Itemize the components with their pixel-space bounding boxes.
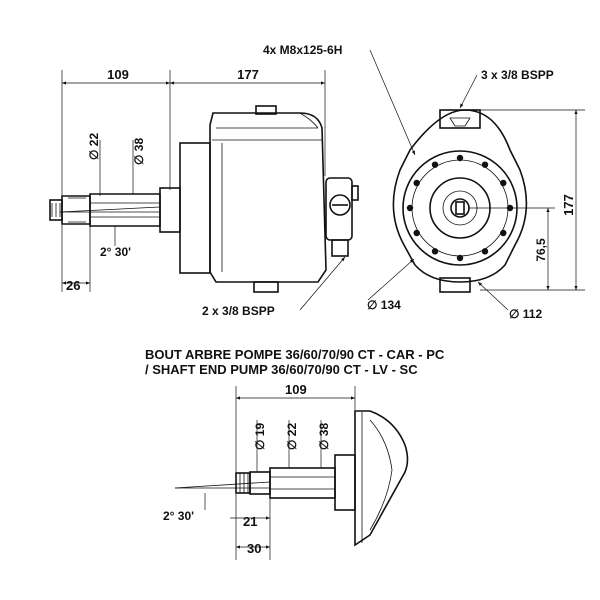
shaft-key: [455, 201, 465, 215]
pump-body: [209, 112, 327, 283]
bolt-hole: [456, 154, 464, 162]
label-bolt-holes: 4x M8x125-6H: [263, 43, 342, 57]
label-top-ports: 3 x 3/8 BSPP: [481, 68, 554, 82]
detail-dia-38: ∅ 38: [317, 423, 331, 450]
detail-flange: [334, 454, 356, 511]
dim-177-width: 177: [237, 67, 259, 82]
dim-dia-112: ∅ 112: [509, 307, 542, 321]
detail-housing: [354, 410, 409, 547]
dim-26: 26: [66, 278, 80, 293]
bolt-hole: [406, 204, 414, 212]
dim-angle-top: 2° 30': [100, 245, 131, 259]
shaft-flange: [159, 187, 181, 233]
bolt-hole: [413, 229, 420, 237]
bolt-hole: [431, 161, 439, 168]
bolt-hole: [481, 161, 489, 168]
side-valve-block: [325, 177, 359, 257]
detail-shaft: [269, 467, 336, 499]
bolt-hole: [456, 254, 464, 262]
detail-dim-21: 21: [243, 514, 257, 529]
bolt-hole: [500, 179, 507, 187]
dim-76-5: 76,5: [534, 238, 548, 262]
detail-dim-30: 30: [247, 541, 261, 556]
detail-dim-angle: 2° 30': [163, 509, 194, 523]
dim-dia-134: ∅ 134: [367, 298, 401, 312]
front-bottom-port: [439, 277, 471, 293]
detail-dia-19: ∅ 19: [253, 423, 267, 450]
bolt-hole: [481, 248, 489, 255]
bolt-hole: [500, 229, 507, 237]
flange-bolts: [406, 154, 514, 262]
label-side-ports: 2 x 3/8 BSPP: [202, 304, 275, 318]
pump-front-view: [392, 109, 528, 293]
detail-title-en: / SHAFT END PUMP 36/60/70/90 CT - LV - S…: [145, 362, 418, 377]
front-plate: [179, 142, 211, 274]
front-top-port: [439, 109, 481, 129]
dim-177-height: 177: [561, 194, 576, 216]
dim-dia-38: ∅ 38: [132, 138, 146, 165]
shaft-detail-view: 109 ∅ 19 ∅ 22 ∅ 38 2° 30' 21 30: [163, 382, 409, 560]
bolt-hole: [413, 179, 420, 187]
dim-109: 109: [107, 67, 129, 82]
detail-dim-109: 109: [285, 382, 307, 397]
bottom-port: [253, 281, 279, 293]
detail-dia-22: ∅ 22: [285, 423, 299, 450]
dim-dia-22: ∅ 22: [87, 133, 101, 160]
bolt-hole: [431, 248, 439, 255]
top-port: [255, 105, 277, 115]
detail-title-fr: BOUT ARBRE POMPE 36/60/70/90 CT - CAR - …: [145, 347, 445, 362]
top-dimensions: 109 177 ∅ 22 ∅ 38 2° 30' 26 2 x 3/8 BSPP…: [59, 43, 585, 321]
